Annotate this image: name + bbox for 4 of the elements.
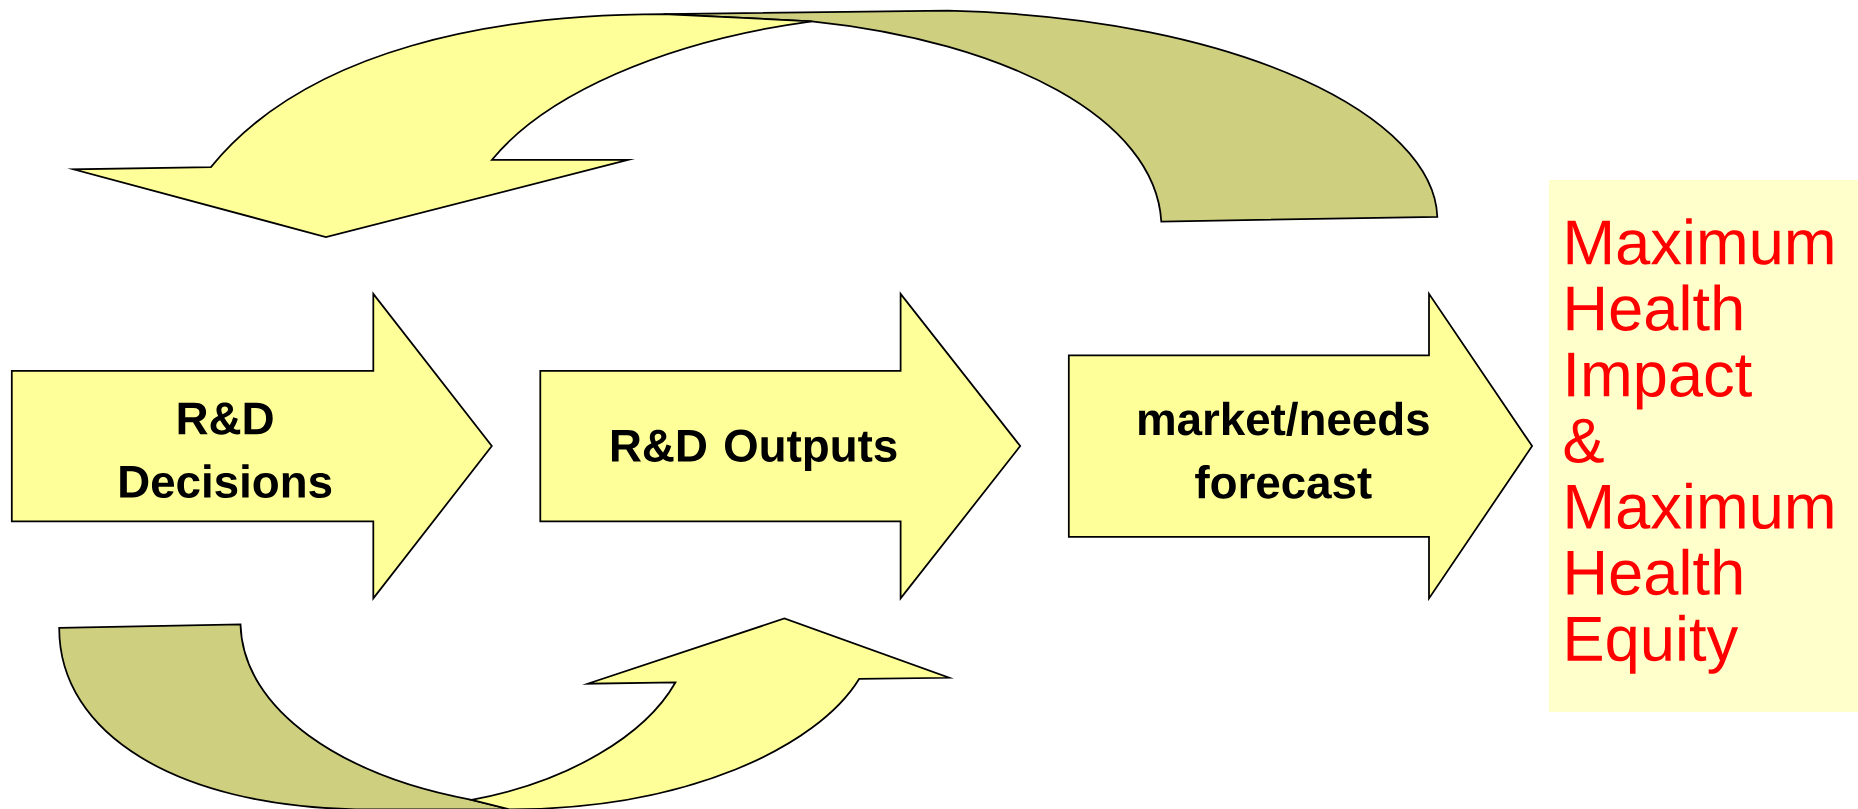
arrow-shaped-box: R&D Decisions <box>10 291 493 601</box>
text-box: Maximum Health Impact & Maximum Health Equity <box>1548 180 1858 713</box>
arrow-shaped-box: market/needs forecast <box>1067 291 1534 602</box>
arrow-shaped-box: R&D Outputs <box>539 291 1022 601</box>
